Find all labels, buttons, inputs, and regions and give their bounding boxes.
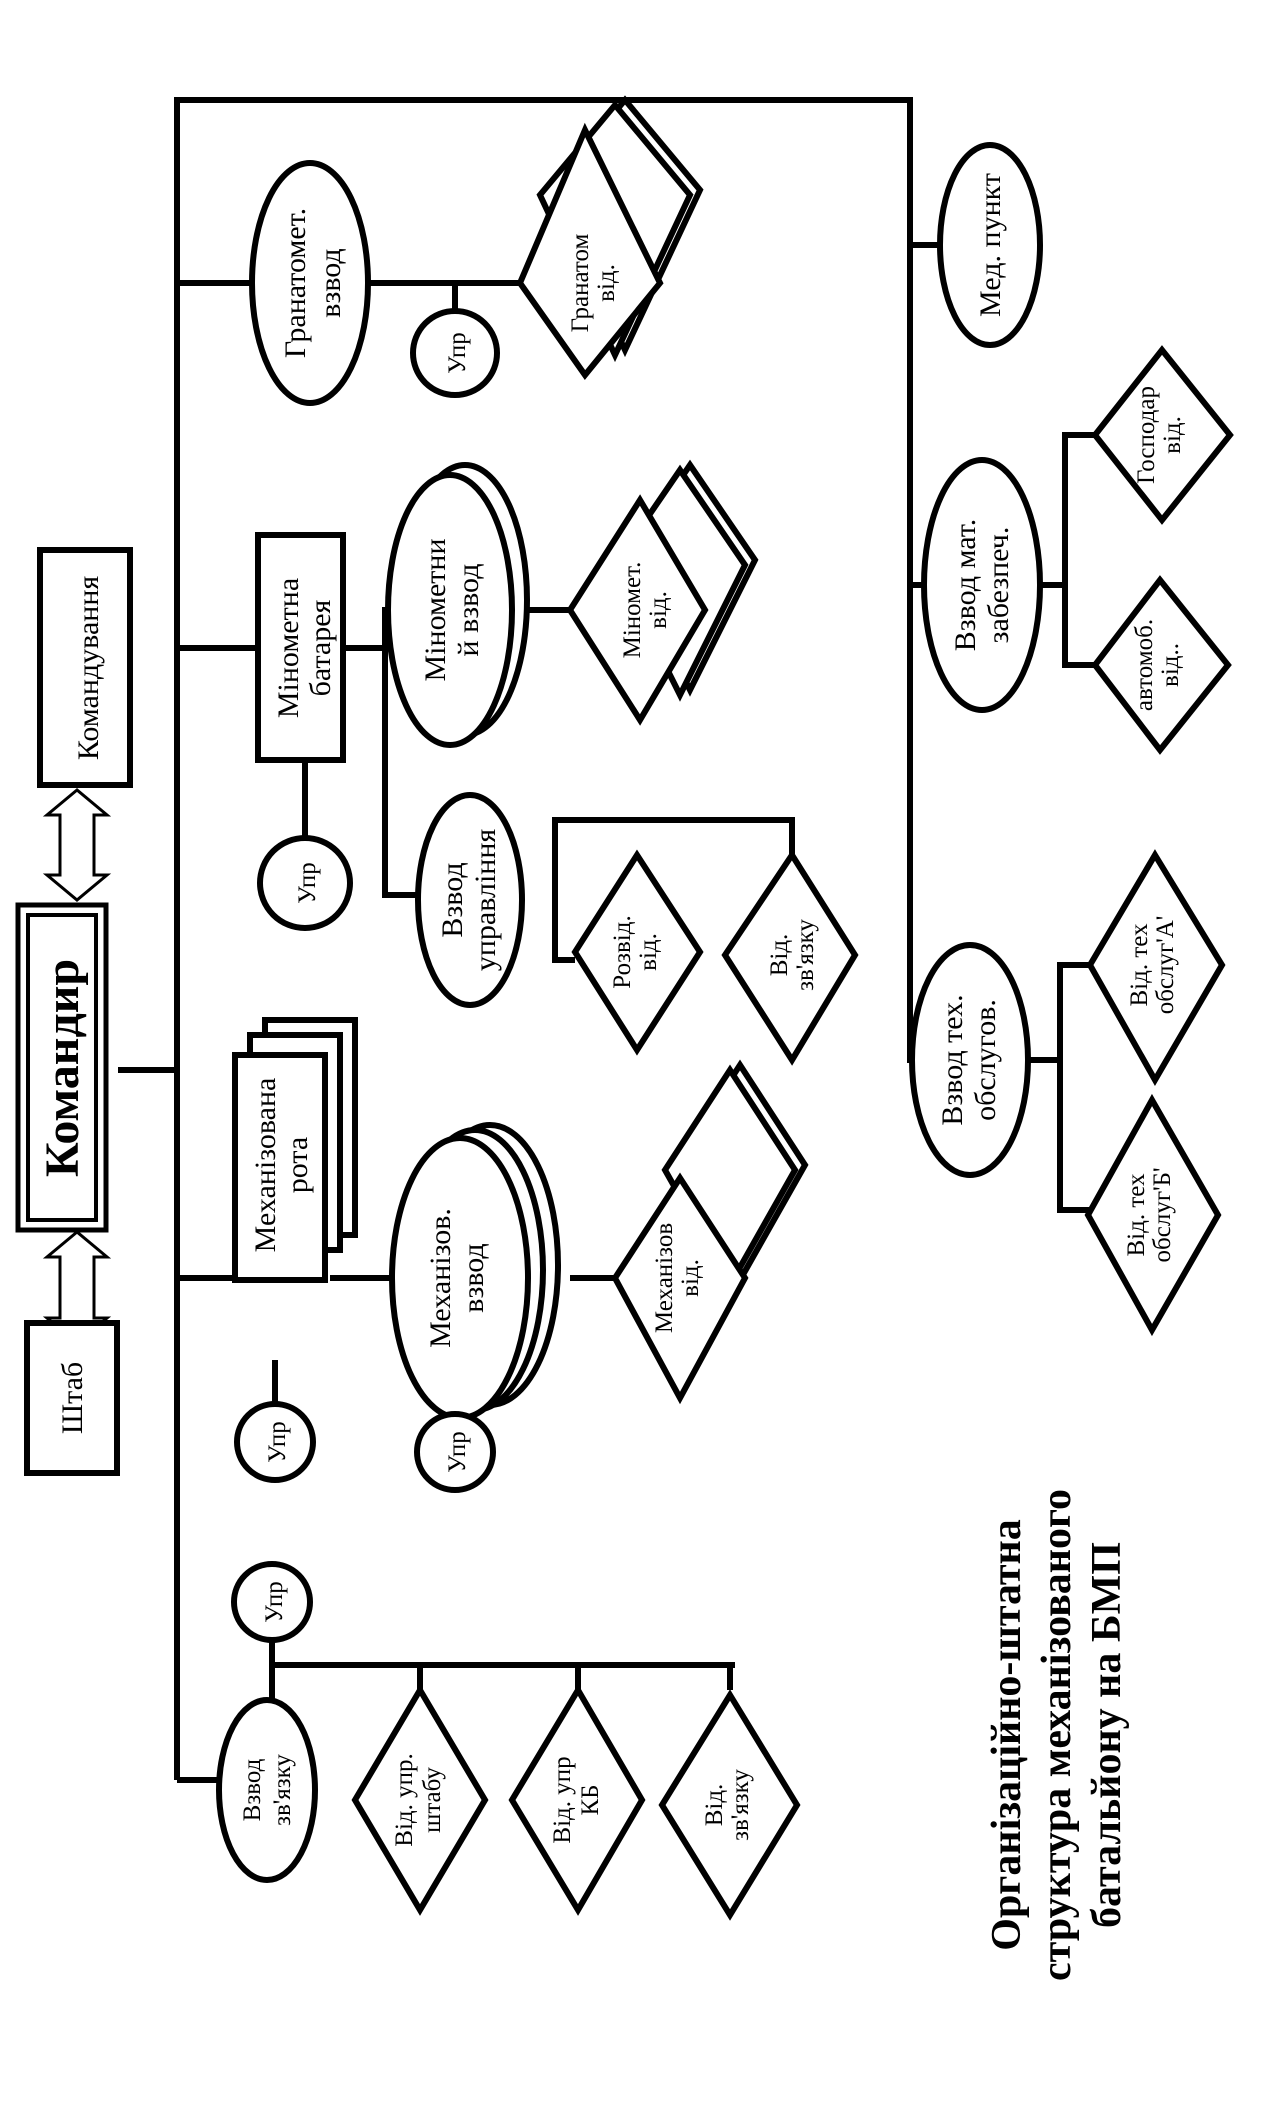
grenade-platoon: Гранатомет. взвод [249, 160, 371, 406]
grenade-squad-label-2: від. [593, 264, 620, 302]
supply-sub-1-label-1: Господар [1133, 386, 1160, 484]
signal-sub-0: Від. упр. штабу [351, 1684, 489, 1916]
supply-platoon-label-1: Взвод мат. [949, 519, 982, 651]
commander-label: Командир [36, 959, 89, 1177]
control-platoon-label-1: Взвод [436, 862, 469, 937]
supply-platoon: Взвод мат. забезпеч. [921, 457, 1043, 713]
mortar-platoon-label-1: Мінометни [419, 538, 452, 681]
mortar-battery-mgmt-label: Упр [294, 862, 321, 903]
recon-squad: Розвід. від. [571, 849, 704, 1056]
mortar-platoon-label-2: й взвод [452, 564, 485, 657]
command-label: Командування [72, 576, 105, 761]
commander-box: Командир [15, 902, 109, 1233]
medical-point: Мед. пункт [937, 142, 1043, 348]
tech-sub-0: Від. тех обслуг'Б' [1084, 1093, 1222, 1337]
mortar-squad-label-2: від. [645, 591, 672, 629]
mortar-battery: Мінометна батарея [255, 532, 346, 763]
signal-sub-0-label-1: Від. упр. [391, 1753, 418, 1846]
mech-company-mgmt-label: Упр [264, 1421, 291, 1462]
comm-squad: Від. зв'язку [721, 849, 859, 1066]
grenade-mgmt-label: Упр [444, 332, 471, 373]
mech-squad-label-2: від. [677, 1259, 704, 1297]
supply-sub-1: Господар від. [1091, 345, 1234, 525]
mech-platoon-label-1: Механізов. [424, 1208, 457, 1348]
mech-platoon-label-2: взвод [457, 1243, 490, 1312]
mech-squad-label-1: Механізов [651, 1223, 678, 1333]
tech-sub-0-label-2: обслуг'Б' [1149, 1168, 1176, 1263]
supply-sub-0-label-1: автомоб. [1131, 619, 1158, 711]
grenade-platoon-label-1: Гранатомет. [279, 208, 312, 358]
control-platoon-label-2: управління [469, 829, 502, 972]
signal-sub-0-label-2: штабу [419, 1767, 446, 1833]
staff-label: Штаб [56, 1362, 89, 1434]
title-line-2: структура механізованого [1034, 1489, 1080, 1981]
grenade-squad-label-1: Гранатом [567, 233, 594, 332]
tech-platoon-label-1: Взвод тех. [936, 994, 969, 1125]
comm-squad-label-2: зв'язку [792, 919, 819, 991]
signal-mgmt-label: Упр [261, 1581, 288, 1622]
signal-sub-2-label-2: зв'язку [727, 1769, 754, 1841]
signal-platoon: Взвод зв'язку [216, 1697, 318, 1883]
mech-company-mgmt: Упр [234, 1401, 316, 1483]
tech-sub-1-label-2: обслуг'А' [1152, 916, 1179, 1015]
supply-sub-0-label-2: від.. [1157, 643, 1184, 687]
mech-company-label-1: Механізована [249, 1078, 282, 1253]
mortar-battery-label-1: Мінометна [272, 578, 305, 718]
supply-sub-0: автомоб. від.. [1091, 575, 1232, 755]
signal-sub-1: Від. упр КБ [508, 1684, 646, 1916]
mech-platoon-mgmt-label: Упр [444, 1431, 471, 1472]
mortar-battery-mgmt: Упр [257, 835, 353, 931]
supply-sub-1-label-2: від. [1159, 416, 1186, 454]
signal-platoon-mgmt: Упр [231, 1561, 313, 1643]
tech-sub-1: Від. тех обслуг'А' [1086, 849, 1226, 1087]
signal-sub-2-label-1: Від. [701, 1784, 728, 1827]
grenade-mgmt: Упр [410, 308, 500, 398]
signal-sub-1-label-1: Від. упр [549, 1756, 576, 1843]
mortar-squad-stack: Міномет. від. [566, 459, 759, 726]
command-box: Командування [37, 547, 133, 788]
title-line-1: Організаційно-штатна [984, 1519, 1030, 1950]
mech-company-label-2: рота [281, 1137, 314, 1193]
tech-sub-0-label-1: Від. тех [1123, 1173, 1150, 1257]
recon-squad-label-1: Розвід. [609, 915, 636, 988]
staff-box: Штаб [24, 1320, 120, 1476]
mortar-battery-label-2: батарея [304, 599, 337, 696]
signal-platoon-label-1: Взвод [239, 1758, 266, 1821]
signal-sub-2: Від. зв'язку [658, 1689, 801, 1921]
tech-platoon: Взвод тех. обслугов. [909, 942, 1031, 1178]
control-platoon: Взвод управління [415, 792, 525, 1008]
supply-platoon-label-2: забезпеч. [982, 527, 1015, 644]
mortar-squad-label-1: Міномет. [619, 562, 646, 659]
mech-platoon-stack: Механізов. взвод [389, 1122, 561, 1421]
mech-company-stack: Механізована рота [232, 1017, 358, 1283]
comm-squad-label-1: Від. [766, 934, 793, 977]
tech-platoon-label-2: обслугов. [969, 999, 1002, 1121]
medical-label: Мед. пункт [974, 173, 1007, 317]
mech-platoon-mgmt: Упр [414, 1411, 496, 1493]
diagram-title: Організаційно-штатна структура механізов… [984, 1489, 1130, 1981]
double-arrow-command [42, 788, 112, 902]
title-line-3: батальйону на БМП [1084, 1542, 1130, 1928]
grenade-platoon-label-2: взвод [314, 248, 347, 317]
signal-sub-1-label-2: КБ [577, 1784, 604, 1815]
signal-platoon-label-2: зв'язку [269, 1754, 296, 1826]
mortar-platoon: Мінометни й взвод [385, 462, 530, 748]
recon-squad-label-2: від. [635, 933, 662, 971]
mech-squad-stack: Механізов від. [611, 1059, 809, 1405]
grenade-squad-stack: Гранатом від. [516, 95, 704, 380]
tech-sub-1-label-1: Від. тех [1126, 923, 1153, 1007]
